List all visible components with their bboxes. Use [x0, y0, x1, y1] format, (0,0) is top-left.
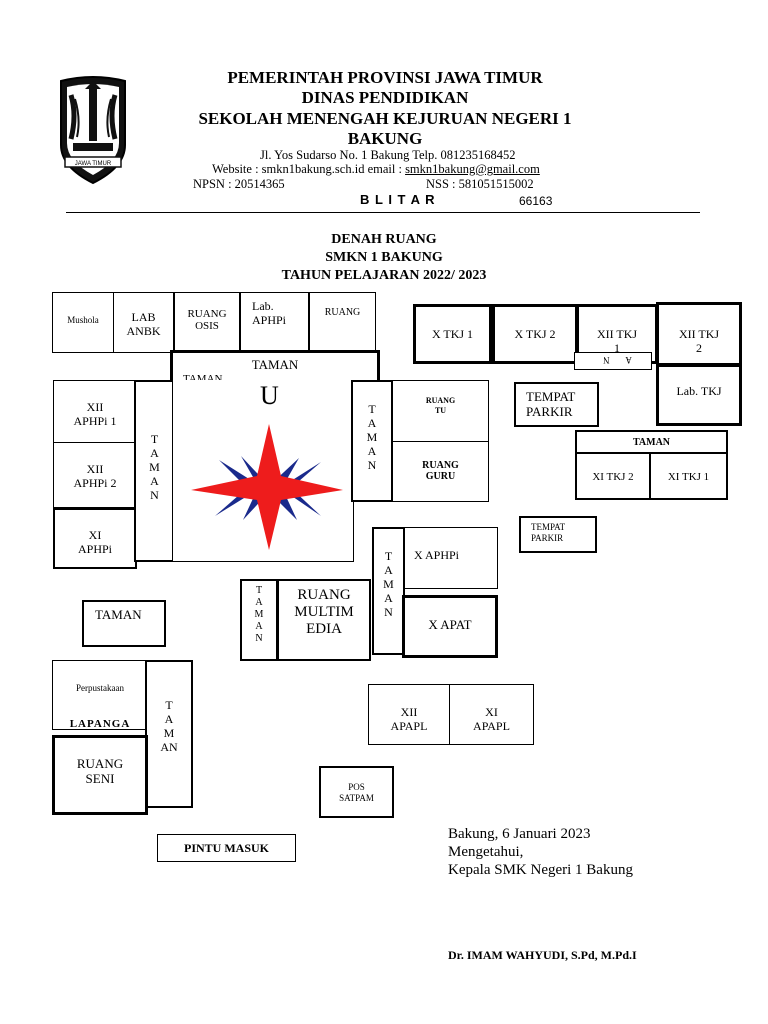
garden-center-vertical: T A M A N [351, 380, 393, 502]
room-ruang: RUANG [309, 292, 376, 353]
signature-name: Dr. IMAM WAHYUDI, S.Pd, M.Pd.I [448, 948, 637, 962]
header-line-1: PEMERINTAH PROVINSI JAWA TIMUR [227, 68, 543, 87]
signature-mengetahui: Mengetahui, [448, 844, 524, 860]
garden-left-vertical: T A M A N [134, 380, 175, 562]
provincial-emblem: JAWA TIMUR [55, 75, 131, 187]
room-ruang-multimedia: RUANG MULTIM EDIA [277, 579, 371, 661]
garden-box: TAMAN [82, 600, 166, 647]
room-x-tkj-2: X TKJ 2 [492, 304, 578, 364]
room-xii-aphpi-1: XII APHPi 1 [53, 380, 137, 443]
room-ruang-tu: RUANG TU [392, 380, 489, 442]
title-line-1: DENAH RUANG [331, 232, 437, 247]
postal-code: 66163 [519, 194, 553, 208]
room-lab-anbk: LAB ANBK [113, 292, 174, 353]
garden-top: TAMAN TAMAN [170, 350, 380, 380]
room-ruang-osis: RUANG OSIS [174, 292, 240, 353]
room-ruang-guru: RUANG GURU [392, 441, 489, 502]
room-perpustakaan: Perpustakaan LAPANGA [52, 660, 148, 730]
garden-small-rotated: T A M A N [574, 352, 652, 370]
website-text: Website : smkn1bakung.sch.id email : [212, 162, 406, 176]
signature-position: Kepala SMK Negeri 1 Bakung [448, 862, 633, 878]
room-x-tkj-1: X TKJ 1 [413, 304, 492, 364]
room-lab-tkj: Lab. TKJ [656, 364, 742, 426]
compass-area: U [172, 380, 354, 562]
nss: NSS : 581051515002 [426, 177, 534, 191]
room-xii-apapl: XII APAPL [368, 684, 450, 745]
room-ruang-seni: RUANG SENI [52, 735, 148, 815]
title-line-3: TAHUN PELAJARAN 2022/ 2023 [281, 268, 487, 283]
garden-mid-vertical: T A M A N [372, 527, 405, 655]
garden-multimedia-vertical: T A M A N [240, 579, 278, 661]
header-line-2: DINAS PENDIDIKAN [301, 88, 469, 107]
room-xi-tkj-2: XI TKJ 2 [575, 452, 651, 500]
email-link[interactable]: smkn1bakung@gmail.com [405, 162, 540, 176]
header-line-4: BAKUNG [347, 129, 423, 148]
svg-text:JAWA TIMUR: JAWA TIMUR [75, 161, 112, 167]
room-xi-aphpi: XI APHPi [53, 508, 137, 569]
parking-area-1: TEMPAT PARKIR [514, 382, 599, 427]
main-entrance: PINTU MASUK [157, 834, 296, 862]
room-lab-aphpi: Lab. APHPi [240, 292, 309, 353]
room-pos-satpam: POS SATPAM [319, 766, 394, 818]
parking-area-2: TEMPAT PARKIR [519, 516, 597, 553]
room-xi-apapl: XI APAPL [449, 684, 534, 745]
npsn: NPSN : 20514365 [193, 177, 285, 191]
header-line-3: SEKOLAH MENENGAH KEJURUAN NEGERI 1 [198, 109, 572, 128]
room-xii-tkj-2: XII TKJ 2 [656, 302, 742, 366]
signature-date: Bakung, 6 Januari 2023 [448, 826, 591, 842]
city-label: B L I T A R [360, 192, 436, 207]
garden-bottom-vertical: T A M AN [145, 660, 193, 808]
room-xi-tkj-1: XI TKJ 1 [649, 452, 728, 500]
garden-right: TAMAN [575, 430, 728, 454]
compass-north-label: U [260, 381, 279, 410]
room-x-aphpi: X APHPi [404, 527, 498, 589]
room-x-apat: X APAT [402, 595, 498, 658]
header-divider [66, 212, 700, 213]
compass-rose-icon [191, 424, 343, 550]
room-xii-aphpi-2: XII APHPi 2 [53, 442, 137, 508]
room-mushola: Mushola [52, 292, 114, 353]
title-line-2: SMKN 1 BAKUNG [325, 250, 443, 265]
school-address: Jl. Yos Sudarso No. 1 Bakung Telp. 08123… [260, 148, 516, 162]
school-website: Website : smkn1bakung.sch.id email : smk… [212, 162, 540, 176]
